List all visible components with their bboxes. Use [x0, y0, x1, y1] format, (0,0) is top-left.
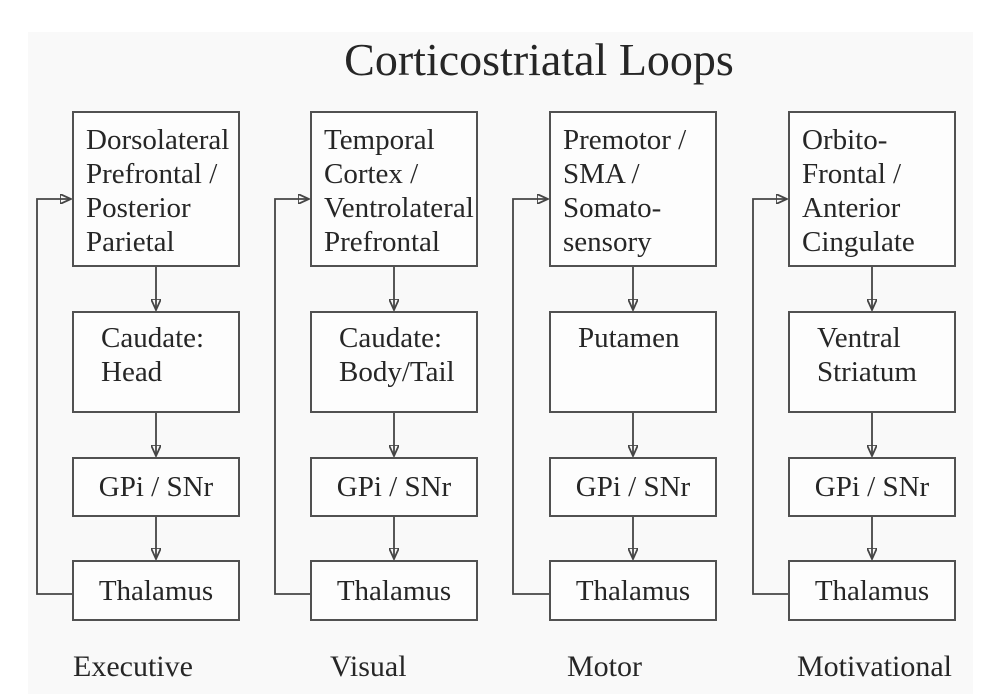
box-text-line: Dorsolateral	[86, 124, 230, 156]
box-text-line: Thalamus	[336, 574, 452, 607]
box-text-line: Frontal /	[802, 158, 902, 190]
box-text-line: Thalamus	[575, 574, 691, 607]
thalamus-box: Thalamus	[788, 560, 956, 621]
thalamus-box: Thalamus	[310, 560, 478, 621]
pallidum-box: GPi / SNr	[788, 457, 956, 517]
pallidum-box: GPi / SNr	[549, 457, 717, 517]
box-text-line: SMA /	[563, 158, 640, 190]
box-text-line: Prefrontal /	[86, 158, 218, 190]
cortex-box: Orbito- Frontal / Anterior Cingulate	[788, 111, 956, 267]
feedback-loop-thalamus-to-cortex	[36, 199, 72, 595]
cortex-box: Premotor / SMA / Somato- sensory	[549, 111, 717, 267]
box-text-line: Thalamus	[814, 574, 930, 607]
cortex-box: Dorsolateral Prefrontal / Posterior Pari…	[72, 111, 240, 267]
loop-type-label: Visual	[330, 650, 407, 683]
box-text-line: Somato-	[563, 192, 662, 224]
box-text-line: GPi / SNr	[575, 471, 691, 503]
cortex-box: Temporal Cortex / Ventrolateral Prefront…	[310, 111, 478, 267]
pallidum-box: GPi / SNr	[72, 457, 240, 517]
box-text-line: Prefrontal	[324, 226, 440, 258]
loop-column-visual: Temporal Cortex / Ventrolateral Prefront…	[310, 0, 478, 698]
loop-column-motor: Premotor / SMA / Somato- sensory Putamen…	[549, 0, 717, 698]
box-text-line: Body/Tail	[339, 356, 455, 388]
box-text-line: GPi / SNr	[336, 471, 452, 503]
feedback-loop-thalamus-to-cortex	[752, 199, 788, 595]
box-text-line: Ventrolateral	[324, 192, 474, 224]
box-text-line: Premotor /	[563, 124, 687, 156]
box-text-line: Striatum	[817, 356, 917, 388]
box-text-line: Posterior	[86, 192, 191, 224]
loop-type-label: Motivational	[797, 650, 952, 683]
box-text-line: Thalamus	[98, 574, 214, 607]
striatum-box: Ventral Striatum	[788, 311, 956, 413]
box-text-line: GPi / SNr	[814, 471, 930, 503]
box-text-line: Ventral	[817, 322, 901, 354]
box-text-line: Orbito-	[802, 124, 888, 156]
box-text-line: Temporal	[324, 124, 435, 156]
striatum-box: Putamen	[549, 311, 717, 413]
box-text-line: Parietal	[86, 226, 175, 258]
box-text-line: Caudate:	[339, 322, 443, 354]
figure-title: Corticostriatal Loops	[344, 34, 734, 85]
loop-type-label: Executive	[73, 650, 193, 683]
loop-column-motivational: Orbito- Frontal / Anterior Cingulate Ven…	[788, 0, 956, 698]
loop-type-label: Motor	[567, 650, 642, 683]
thalamus-box: Thalamus	[549, 560, 717, 621]
striatum-box: Caudate: Body/Tail	[310, 311, 478, 413]
loop-column-executive: Dorsolateral Prefrontal / Posterior Pari…	[72, 0, 240, 698]
box-text-line: Cingulate	[802, 226, 915, 258]
box-text-line: Head	[101, 356, 163, 388]
thalamus-box: Thalamus	[72, 560, 240, 621]
pallidum-box: GPi / SNr	[310, 457, 478, 517]
box-text-line: Anterior	[802, 192, 901, 224]
feedback-loop-thalamus-to-cortex	[512, 199, 549, 595]
box-text-line: sensory	[563, 226, 652, 258]
striatum-box: Caudate: Head	[72, 311, 240, 413]
feedback-loop-thalamus-to-cortex	[274, 199, 310, 595]
box-text-line: Putamen	[578, 322, 680, 354]
box-text-line: Caudate:	[101, 322, 205, 354]
box-text-line: Cortex /	[324, 158, 419, 190]
box-text-line: GPi / SNr	[98, 471, 214, 503]
